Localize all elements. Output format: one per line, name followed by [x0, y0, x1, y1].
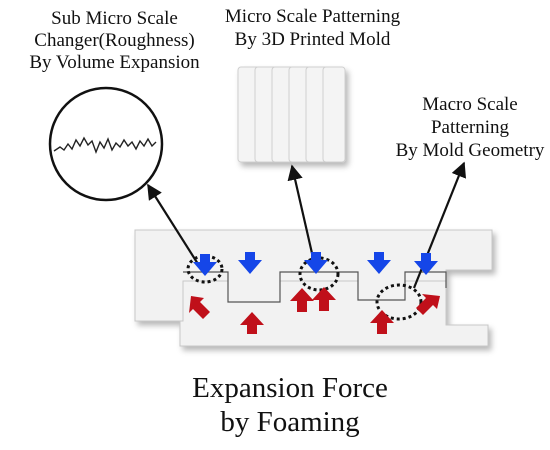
leader-arrow-micro — [287, 164, 316, 263]
arrow-up-icon — [240, 312, 264, 334]
label-micro-line1: Micro Scale Patterning — [224, 6, 401, 27]
foam-cavity-outline — [183, 271, 447, 303]
arrow-down-icon — [238, 252, 262, 274]
label-macro-line2: Patterning — [430, 117, 510, 138]
label-sub-micro-line1: Sub Micro Scale — [51, 8, 178, 29]
arrow-up-icon — [189, 296, 210, 319]
roughness-zoom-icon — [48, 86, 164, 202]
label-sub-micro: Sub Micro Scale Changer(Roughness) By Vo… — [12, 8, 217, 74]
label-macro-line1: Macro Scale — [422, 94, 518, 115]
arrow-up-icon — [312, 287, 336, 311]
arrow-down-icon — [304, 252, 328, 274]
highlight-roughness — [186, 254, 224, 284]
label-sub-micro-line3: By Volume Expansion — [29, 52, 200, 73]
arrow-up-icon — [370, 310, 394, 334]
label-micro: Micro Scale Patterning By 3D Printed Mol… — [205, 5, 420, 51]
lower-mold-plate — [179, 277, 489, 347]
arrow-up-icon — [416, 294, 440, 315]
printed-mold-slab-icon — [237, 66, 346, 163]
arrow-down-icon — [193, 254, 217, 276]
highlight-micro — [298, 256, 340, 292]
caption-line2: by Foaming — [220, 406, 360, 438]
arrow-up-icon — [290, 288, 314, 312]
caption: Expansion Force by Foaming — [165, 371, 415, 439]
leader-arrow-roughness — [147, 183, 199, 265]
roughness-profile — [53, 136, 157, 154]
expansion-arrows — [189, 287, 440, 334]
label-sub-micro-line2: Changer(Roughness) — [34, 30, 195, 51]
arrow-down-icon — [414, 253, 438, 275]
arrow-down-icon — [367, 252, 391, 274]
label-micro-line2: By 3D Printed Mold — [234, 29, 391, 50]
compression-arrows — [193, 252, 438, 276]
caption-line1: Expansion Force — [192, 372, 388, 404]
label-macro-line3: By Mold Geometry — [395, 140, 545, 161]
highlight-ellipses — [186, 254, 423, 321]
label-macro: Macro Scale Patterning By Mold Geometry — [390, 93, 550, 162]
highlight-macro — [375, 283, 423, 321]
